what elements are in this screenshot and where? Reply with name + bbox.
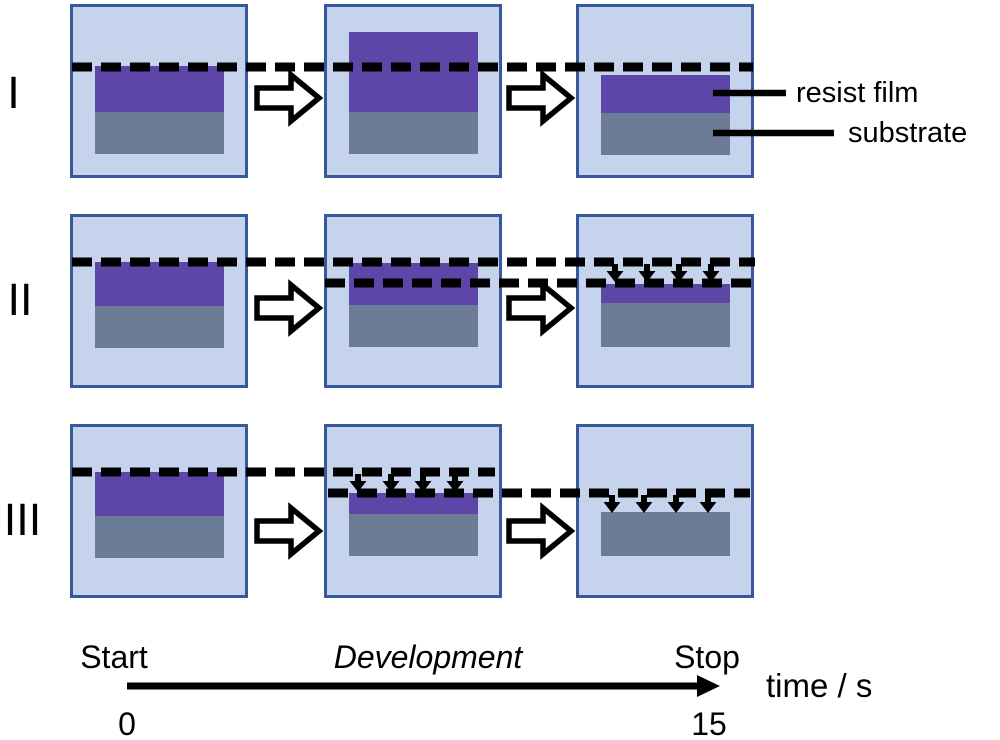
right-block-arrow-icon: [506, 279, 576, 337]
substrate-rect: [349, 305, 478, 347]
timeline-time-15: 15: [691, 706, 727, 740]
time-axis-unit-label: time / s: [766, 667, 873, 704]
right-block-arrow-icon: [506, 69, 576, 127]
row-label-3: III: [3, 494, 42, 545]
resist-film-rect: [95, 66, 224, 112]
substrate-rect: [601, 113, 730, 155]
right-block-arrow-icon: [254, 502, 324, 560]
time-axis-arrowhead-icon: [697, 675, 720, 697]
right-block-arrow-icon: [254, 279, 324, 337]
right-block-arrow-icon: [254, 69, 324, 127]
resist-film-rect: [349, 263, 478, 305]
timeline-time-0: 0: [118, 706, 136, 740]
row-label-1: I: [7, 67, 20, 118]
row-label-2: II: [7, 274, 33, 325]
resist-film-rect-swollen: [349, 32, 478, 112]
legend-substrate-label: substrate: [848, 117, 968, 149]
substrate-rect: [95, 112, 224, 154]
substrate-rect: [601, 303, 730, 347]
substrate-rect: [95, 516, 224, 558]
timeline-development-label: Development: [333, 639, 523, 675]
panel-row3-stop: [576, 424, 754, 598]
resist-film-rect: [601, 75, 730, 113]
substrate-rect: [95, 306, 224, 348]
timeline-start-label: Start: [80, 639, 148, 675]
substrate-rect: [349, 514, 478, 556]
resist-film-rect-thin: [601, 284, 730, 303]
right-block-arrow-icon: [506, 502, 576, 560]
resist-film-rect-thin: [349, 493, 478, 514]
substrate-rect: [349, 112, 478, 154]
legend-resist-film-label: resist film: [796, 77, 919, 109]
timeline-stop-label: Stop: [674, 639, 740, 675]
resist-film-rect: [95, 262, 224, 306]
resist-film-rect: [95, 472, 224, 516]
substrate-rect-bare: [601, 512, 730, 556]
